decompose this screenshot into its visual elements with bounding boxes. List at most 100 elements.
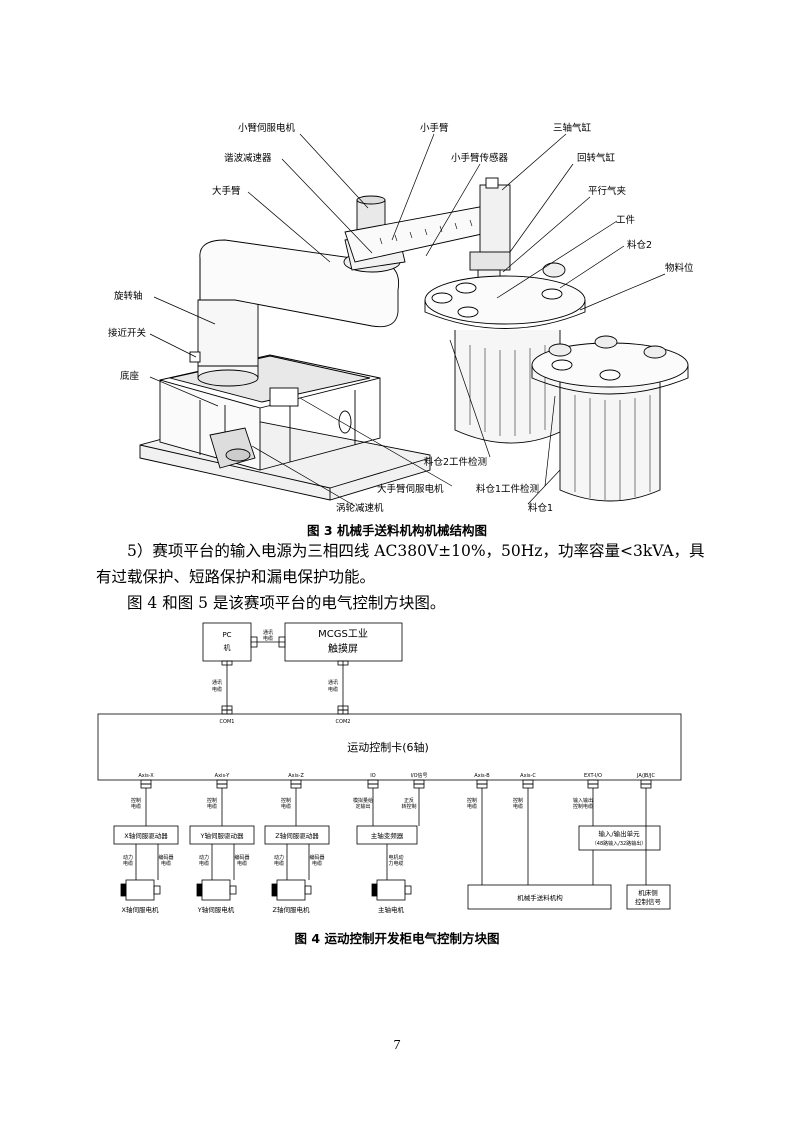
power-cable-x-1: 动力: [123, 854, 133, 861]
ctrl-cable-y-2: 电缆: [207, 803, 217, 810]
encoder-cable-z-2: 电缆: [312, 860, 322, 867]
label-bin-2-detect: 料仓2工件检测: [424, 456, 487, 468]
port-ja-jb-jc: JA/JB/JC: [636, 773, 656, 779]
x-driver-label: X轴伺服驱动器: [124, 831, 168, 840]
motion-card-box: [97, 713, 682, 781]
comm-cable-label-1: 通讯: [263, 629, 273, 636]
port-axis-b: Axis-B: [474, 773, 490, 779]
encoder-cable-x-2: 电缆: [161, 860, 171, 867]
label-bin-1-detect: 料仓1工件检测: [476, 483, 539, 495]
startstop-signal-1: 正反: [404, 797, 414, 804]
x-driver-box: [113, 825, 179, 845]
machine-panel-label-1: 机床侧: [638, 888, 658, 897]
port-io-signal: I/O信号: [410, 772, 427, 779]
manipulator-box: [467, 884, 612, 910]
page-number: 7: [393, 1038, 401, 1053]
manipulator-label: 机械手送料机构: [517, 893, 563, 902]
figure-3-mechanical-drawing: 小臂伺服电机 谐波减速器 大手臂 旋转轴 接近开关 底座 小手臂 小手臂传感器 …: [108, 122, 694, 514]
label-base: 底座: [120, 370, 140, 382]
figure-4-caption: 图 4 运动控制开发柜电气控制方块图: [294, 931, 500, 946]
label-bin-2: 料仓2: [627, 239, 652, 251]
label-rotary-cylinder: 回转气缸: [577, 152, 616, 164]
pc-label-2: 机: [224, 643, 231, 652]
io-unit-label-2: （48路输入/32路输出）: [592, 840, 646, 847]
y-motor-drawing: [196, 879, 237, 901]
port-ext-io: EXT-I/O: [584, 773, 602, 779]
ctrl-cable-z-2: 电缆: [281, 803, 291, 810]
three-axis-cylinder: [479, 184, 511, 258]
x-motor-drawing: [120, 879, 161, 901]
encoder-cable-z-1: 编码器: [309, 854, 324, 861]
power-cable-y-1: 动力: [199, 854, 209, 861]
comm-cable-left-2: 电缆: [212, 686, 222, 693]
bin-1: [531, 335, 689, 502]
spindle-motor-drawing: [371, 879, 412, 901]
io-cable-1: 输入输出: [573, 797, 593, 804]
machine-panel-box: [626, 884, 671, 910]
paragraph-figure-reference: 图 4 和图 5 是该赛项平台的电气控制方块图。: [127, 594, 446, 612]
z-motor-label: Z轴伺服电机: [273, 905, 310, 914]
port-axis-c: Axis-C: [520, 773, 536, 779]
comm-cable-label-2: 电缆: [263, 635, 273, 642]
label-three-axis-cylinder: 三轴气缸: [553, 122, 592, 134]
port-io: IO: [370, 773, 375, 779]
com1-label: COM1: [220, 719, 235, 725]
encoder-cable-x-1: 编码器: [158, 854, 173, 861]
label-forearm-servo-motor: 小臂伺服电机: [238, 122, 296, 134]
spindle-motor-label: 主轴电机: [378, 905, 405, 914]
label-upper-arm: 大手臂: [212, 185, 241, 197]
ctrl-cable-x-2: 电缆: [131, 803, 141, 810]
ctrl-cable-c-2: 电缆: [513, 803, 523, 810]
port-axis-z: Axis-Z: [288, 773, 304, 779]
motor-power-cable-1: 电机动: [388, 854, 403, 861]
label-material-position: 物料位: [665, 262, 694, 274]
ctrl-cable-c-1: 控制: [513, 797, 523, 804]
label-forearm: 小手臂: [420, 122, 449, 134]
startstop-signal-2: 转控制: [401, 803, 416, 810]
label-upper-arm-servo: 大手臂伺服电机: [377, 483, 444, 495]
figure-3-caption: 图 3 机械手送料机构机械结构图: [307, 523, 487, 538]
touchscreen-label-2: 触摸屏: [328, 642, 358, 655]
x-motor-label: X轴伺服电机: [122, 905, 159, 914]
bin-2: [424, 262, 586, 444]
port-axis-x: Axis-X: [138, 773, 154, 779]
ctrl-cable-z-1: 控制: [281, 797, 291, 804]
comm-cable-right-1: 通讯: [328, 679, 338, 686]
power-cable-y-2: 电缆: [199, 860, 209, 867]
label-bin-1: 料仓1: [528, 502, 553, 514]
io-cable-2: 控制电缆: [573, 803, 593, 810]
pc-box: [202, 622, 252, 662]
z-driver-label: Z轴伺服驱动器: [275, 831, 319, 840]
port-connectors: [140, 779, 652, 789]
label-workpiece: 工件: [616, 214, 636, 226]
motion-card-label: 运动控制卡(6轴): [347, 740, 429, 754]
comm-cable-left-1: 通讯: [212, 679, 222, 686]
label-rotary-axis: 旋转轴: [114, 290, 143, 302]
label-worm-reducer: 涡轮减速机: [336, 502, 384, 514]
label-proximity-switch: 接近开关: [108, 327, 147, 339]
encoder-cable-y-1: 编码器: [234, 854, 249, 861]
z-motor-drawing: [271, 879, 312, 901]
power-cable-x-2: 电缆: [123, 860, 133, 867]
comm-cable-right-2: 电缆: [328, 686, 338, 693]
machine-panel-label-2: 控制信号: [635, 897, 662, 906]
pc-label-1: PC: [222, 631, 231, 639]
speed-signal-1: 模拟量给: [353, 797, 373, 804]
label-harmonic-reducer: 谐波减速器: [224, 152, 272, 164]
io-unit-label-1: 输入/输出单元: [598, 829, 640, 838]
y-driver-box: [189, 825, 255, 845]
ctrl-cable-x-1: 控制: [131, 797, 141, 804]
io-unit-box: [578, 825, 661, 851]
label-parallel-gripper: 平行气夹: [588, 185, 627, 197]
port-axis-y: Axis-Y: [215, 773, 231, 779]
leader-lines: [149, 133, 666, 507]
label-forearm-sensor: 小手臂传感器: [451, 152, 509, 164]
y-driver-label: Y轴伺服驱动器: [200, 831, 244, 840]
ctrl-cable-b-2: 电缆: [467, 803, 477, 810]
speed-signal-2: 定输出: [355, 803, 370, 810]
power-cable-z-1: 动力: [274, 854, 284, 861]
touchscreen-label-1: MCGS工业: [318, 628, 368, 640]
z-driver-box: [264, 825, 330, 845]
com2-label: COM2: [336, 719, 351, 725]
ctrl-cable-b-1: 控制: [467, 797, 477, 804]
